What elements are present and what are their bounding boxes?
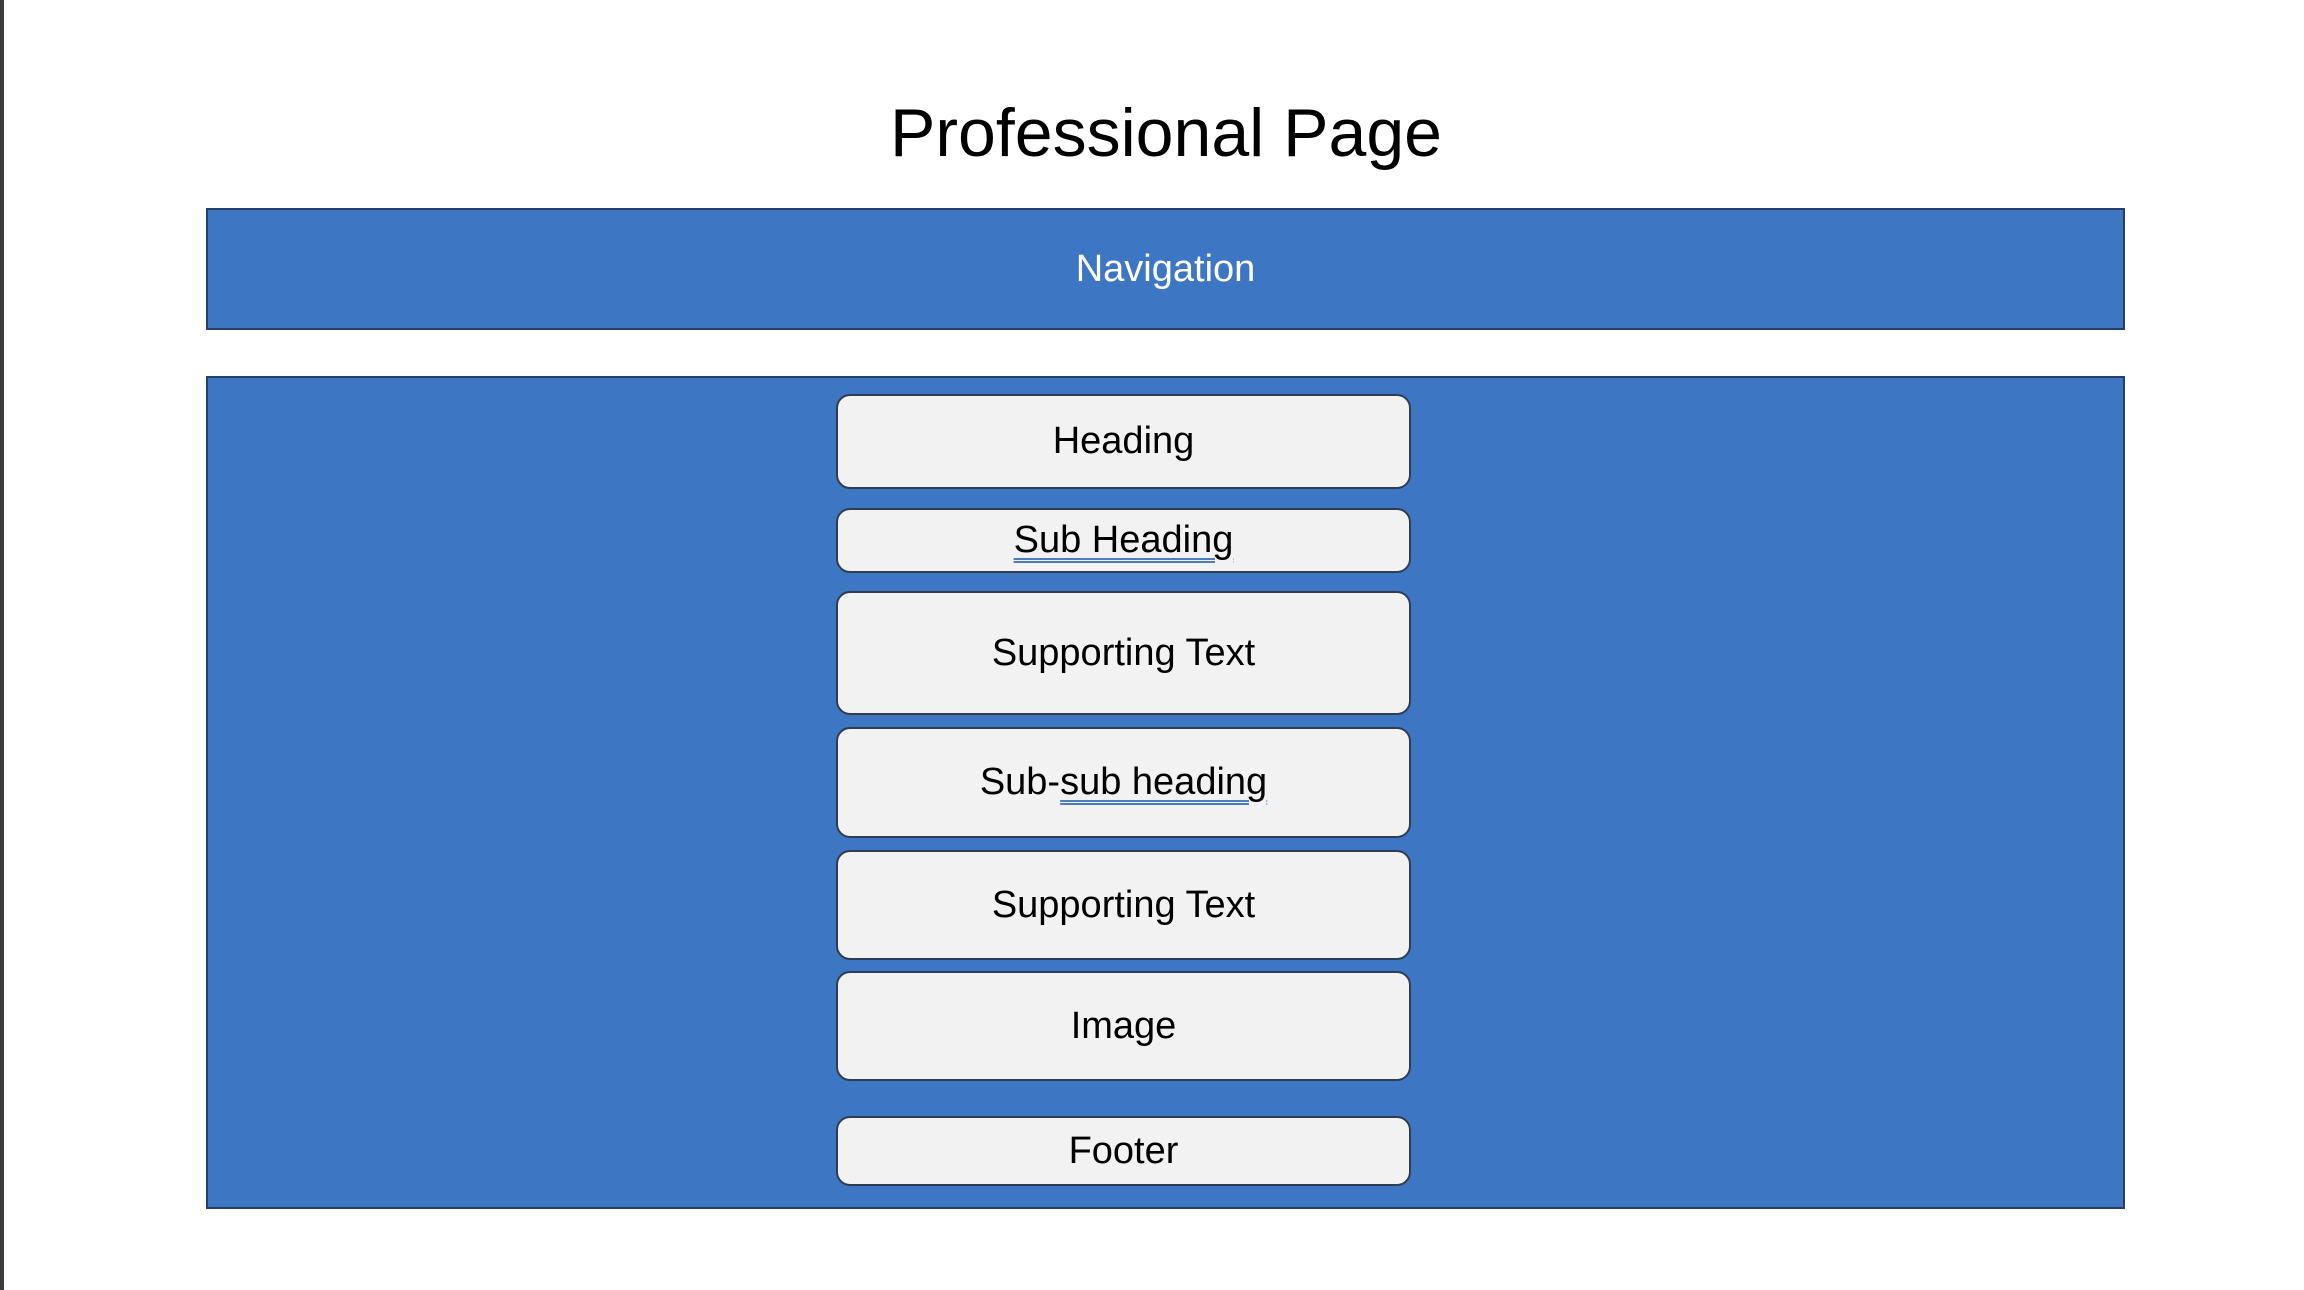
supporting-text-label-2: Supporting Text [991,883,1256,926]
navigation-label: Navigation [1075,247,1256,290]
heading-label: Heading [1052,420,1195,462]
footer-label: Footer [1068,1129,1179,1172]
heading-block: Heading [836,394,1411,489]
navigation-bar: Navigation [206,208,2125,330]
page-title: Professional Page [890,95,1442,171]
sub-sub-heading-prefix: Sub- [979,761,1061,803]
image-block: Image [836,971,1411,1081]
sub-sub-heading-block: Sub-sub heading [836,727,1411,838]
sub-sub-heading-label: Sub-sub heading [980,761,1267,804]
sub-heading-block: Sub Heading [836,508,1411,573]
image-label: Image [1070,1004,1177,1047]
sub-heading-label: Sub Heading [1013,519,1234,561]
supporting-text-block-2: Supporting Text [836,850,1411,960]
footer-block: Footer [836,1116,1411,1186]
sub-sub-heading-rest: sub heading [1060,761,1268,803]
window-edge [0,0,4,1290]
supporting-text-block-1: Supporting Text [836,591,1411,715]
supporting-text-label-1: Supporting Text [991,631,1256,674]
